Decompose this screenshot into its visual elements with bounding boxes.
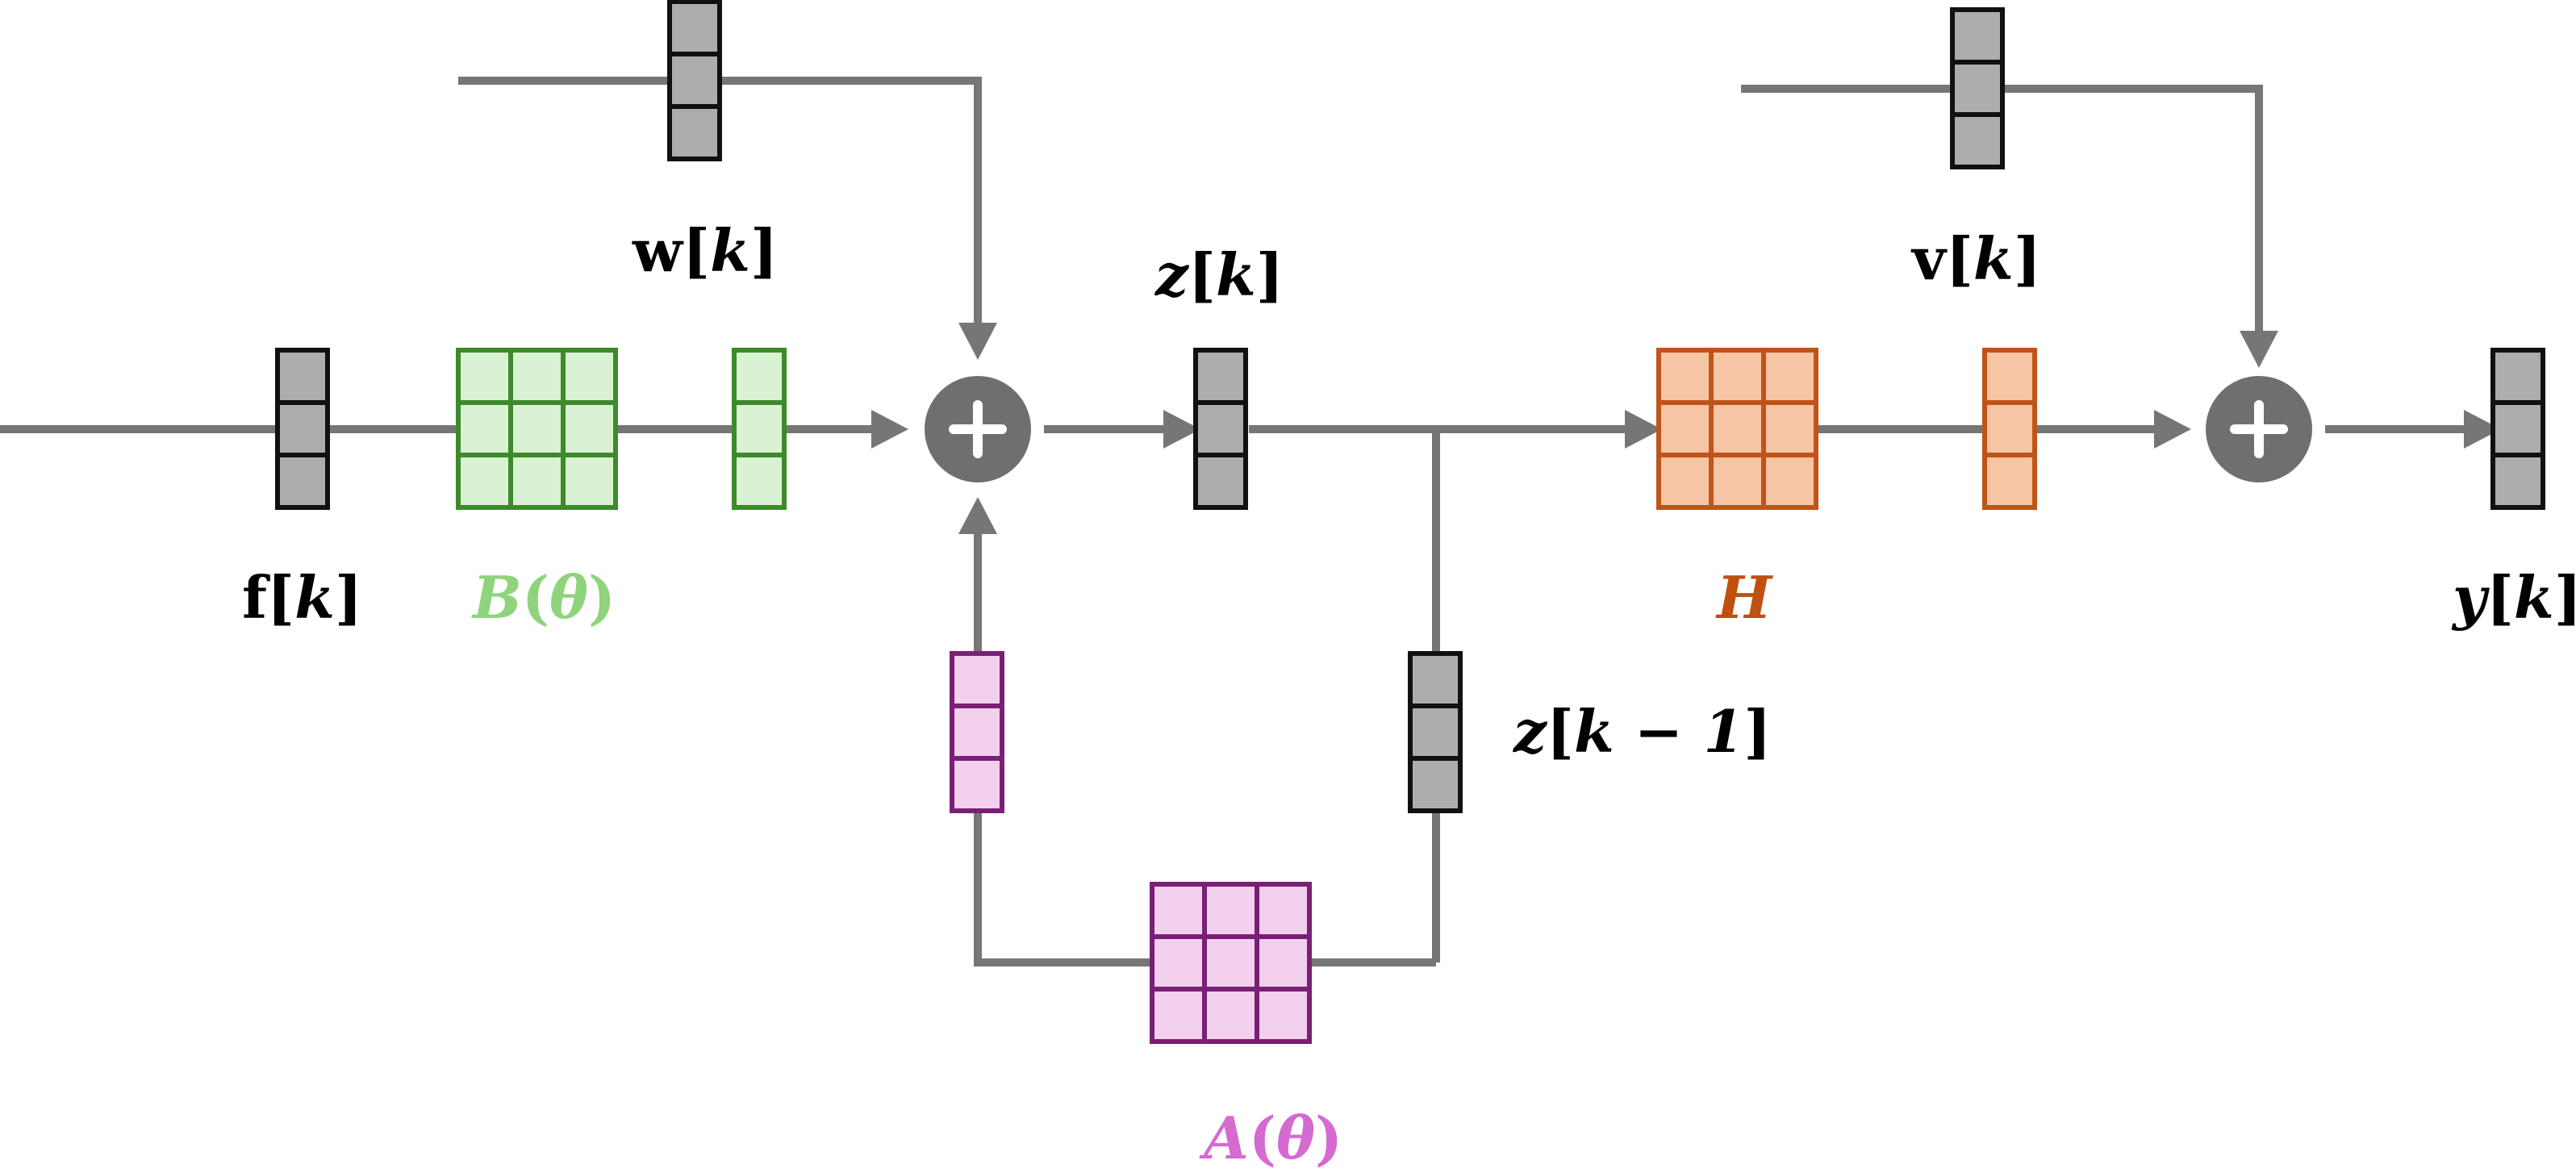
- vector-az: [950, 651, 1004, 813]
- block-cell: [1950, 7, 2005, 65]
- block-cell: [456, 348, 513, 405]
- wire-noise-w: [458, 77, 982, 323]
- block-cell: [667, 52, 722, 109]
- block-cell: [2490, 453, 2545, 510]
- block-cell: [1202, 987, 1259, 1044]
- arrow-into-z: [1163, 410, 1200, 449]
- block-cell: [950, 756, 1004, 813]
- block-cell: [1982, 348, 2037, 405]
- block-cell: [667, 0, 722, 56]
- block-cell: [1193, 348, 1248, 405]
- wires: [0, 77, 2464, 967]
- block-cell: [1656, 348, 1714, 405]
- arrow-into-sum2: [2154, 410, 2191, 449]
- vector-hz: [1982, 348, 2037, 510]
- block-cell: [1709, 453, 1766, 510]
- block-cell: [667, 104, 722, 161]
- vector-f: [275, 348, 330, 510]
- matrix-h: [1656, 348, 1818, 510]
- arrow-noise-w-into-sum1: [958, 323, 997, 360]
- sum-junction-1: [925, 376, 1031, 482]
- block-cell: [561, 348, 618, 405]
- vector-w: [667, 0, 722, 161]
- arrow-into-h: [1625, 410, 1662, 449]
- label-a-theta: A(θ): [1199, 1104, 1342, 1169]
- block-cell: [1255, 987, 1312, 1044]
- block-cell: [1982, 400, 2037, 457]
- arrow-into-sum1: [871, 410, 908, 449]
- block-cell: [1202, 934, 1259, 992]
- block-cell: [1150, 934, 1207, 992]
- block-cell: [2490, 348, 2545, 405]
- block-cell: [1709, 348, 1766, 405]
- block-cell: [732, 400, 787, 457]
- block-cell: [508, 348, 566, 405]
- block-cell: [1408, 703, 1463, 761]
- block-cell: [1950, 60, 2005, 117]
- label-w: w[k]: [632, 216, 778, 285]
- label-z: z[k]: [1154, 240, 1284, 309]
- matrix-b: [456, 348, 618, 510]
- arrowheads: [871, 323, 2501, 534]
- arrow-noise-v-into-sum2: [2240, 331, 2278, 368]
- block-cell: [456, 400, 513, 457]
- label-y: y[k]: [2451, 563, 2576, 632]
- block-cell: [950, 703, 1004, 761]
- block-cell: [508, 453, 566, 510]
- block-cell: [1255, 934, 1312, 992]
- matrix-a: [1150, 882, 1312, 1044]
- labels: w[k] z[k] v[k] f[k] B(θ) H y[k] z[k − 1]…: [242, 216, 2576, 1169]
- block-cell: [508, 400, 566, 457]
- block-cell: [732, 453, 787, 510]
- block-cell: [1761, 453, 1818, 510]
- block-cell: [1408, 651, 1463, 708]
- block-cell: [1193, 400, 1248, 457]
- vector-bf: [732, 348, 787, 510]
- vector-z-prev: [1408, 651, 1463, 813]
- block-cell: [561, 453, 618, 510]
- arrow-into-y: [2464, 410, 2501, 449]
- block-cell: [1656, 453, 1714, 510]
- block-cell: [1408, 756, 1463, 813]
- block-cell: [1193, 453, 1248, 510]
- block-cell: [1656, 400, 1714, 457]
- label-h: H: [1715, 563, 1773, 632]
- block-cell: [1150, 882, 1207, 939]
- block-cell: [1982, 453, 2037, 510]
- block-cell: [1950, 112, 2005, 169]
- vector-v: [1950, 7, 2005, 169]
- block-cell: [456, 453, 513, 510]
- block-cell: [1255, 882, 1312, 939]
- block-cell: [1761, 348, 1818, 405]
- block-cell: [2490, 400, 2545, 457]
- label-v: v[k]: [1910, 224, 2041, 293]
- block-cell: [1150, 987, 1207, 1044]
- sum-junction-2: [2206, 376, 2312, 482]
- blocks: [275, 0, 2545, 1044]
- vector-z: [1193, 348, 1248, 510]
- arrow-feedback-into-sum1: [958, 497, 997, 534]
- wire-noise-v: [1741, 85, 2263, 331]
- label-z-prev: z[k − 1]: [1512, 697, 1772, 766]
- wire-feedback-bottom-left: [974, 810, 1152, 967]
- block-cell: [275, 348, 330, 405]
- block-cell: [561, 400, 618, 457]
- block-cell: [1761, 400, 1818, 457]
- label-b-theta: B(θ): [471, 563, 616, 632]
- block-cell: [275, 453, 330, 510]
- block-cell: [1202, 882, 1259, 939]
- label-f: f[k]: [242, 563, 362, 632]
- block-cell: [732, 348, 787, 405]
- vector-y: [2490, 348, 2545, 510]
- block-cell: [1709, 400, 1766, 457]
- block-cell: [950, 651, 1004, 708]
- block-cell: [275, 400, 330, 457]
